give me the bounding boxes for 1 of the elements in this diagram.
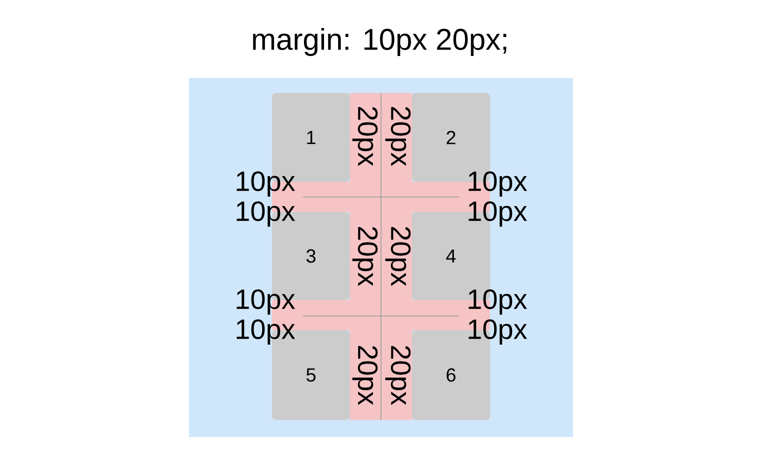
title: margin: 10px 20px;	[253, 28, 506, 56]
